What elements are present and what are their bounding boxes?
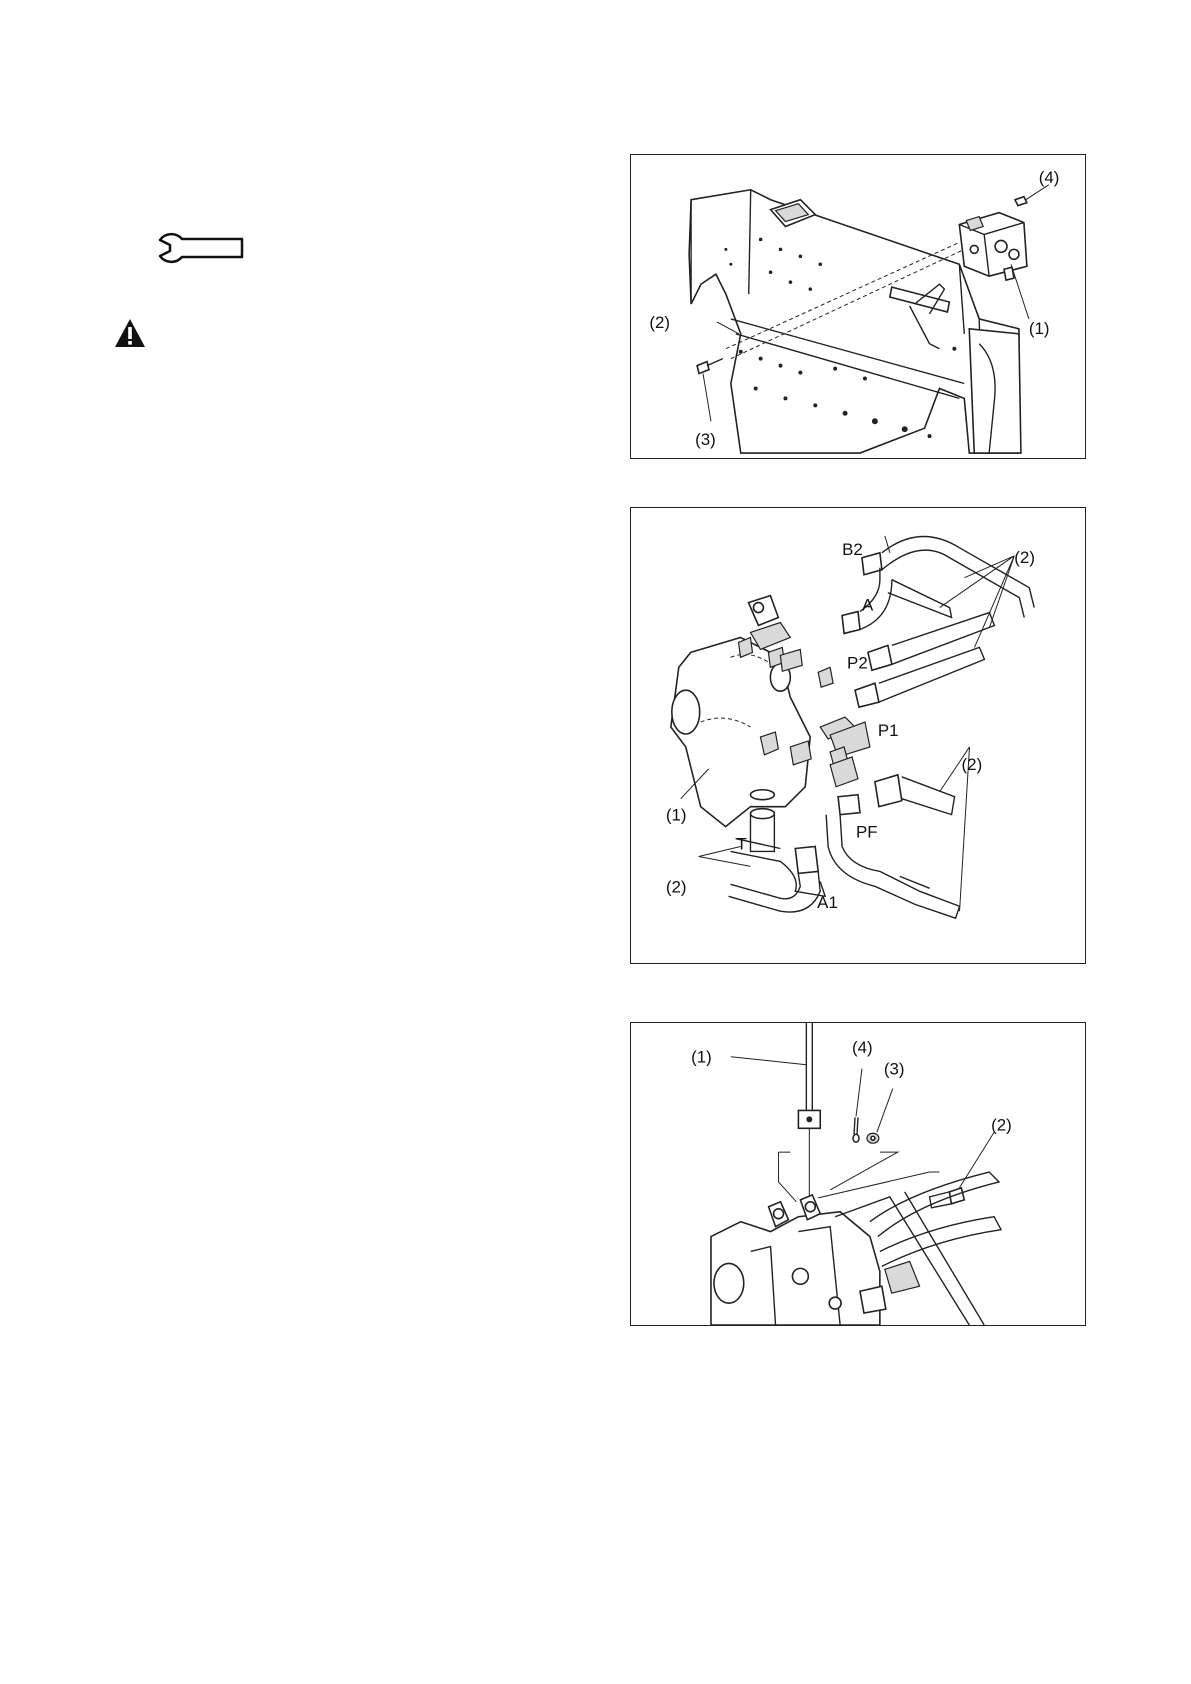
figure-3-callout-2: (2) xyxy=(991,1115,1012,1134)
figure-3-callout-4: (4) xyxy=(852,1038,873,1057)
figure-2-drawing: B2 (2) A P2 P1 (2) (1) T PF (2) A1 xyxy=(631,508,1085,963)
figure-2-callout-1: (1) xyxy=(666,806,687,825)
figure-2-callout-2-top: (2) xyxy=(1014,548,1035,567)
figure-2-label-p1: P1 xyxy=(878,721,899,740)
figure-1-callout-4: (4) xyxy=(1039,168,1060,187)
wrench-icon xyxy=(156,232,246,264)
figure-3-drawing: (1) (4) (3) (2) xyxy=(631,1023,1085,1325)
figure-2-label-a: A xyxy=(862,596,874,615)
figure-3-callout-3: (3) xyxy=(884,1060,905,1079)
control-valve-body xyxy=(671,596,810,827)
figure-3-callout-1: (1) xyxy=(691,1048,712,1067)
figure-1-drawing: (4) (1) (2) (3) xyxy=(631,155,1085,458)
control-valve-body xyxy=(711,1195,880,1325)
figure-2-callout-2-right: (2) xyxy=(962,755,983,774)
figure-3-control-rod-connection: (1) (4) (3) (2) xyxy=(630,1022,1086,1326)
figure-2-label-a1: A1 xyxy=(817,893,838,912)
figure-2-callout-2-bottom: (2) xyxy=(666,877,687,896)
warning-triangle-icon xyxy=(114,318,146,348)
figure-1-control-valve-mounting: (4) (1) (2) (3) xyxy=(630,154,1086,459)
figure-1-callout-2: (2) xyxy=(649,313,670,332)
figure-2-label-pf: PF xyxy=(856,823,878,842)
figure-2-label-p2: P2 xyxy=(847,653,868,672)
figure-1-callout-3: (3) xyxy=(695,430,716,449)
figure-2-hydraulic-hose-connections: B2 (2) A P2 P1 (2) (1) T PF (2) A1 xyxy=(630,507,1086,964)
figure-1-callout-1: (1) xyxy=(1029,319,1050,338)
control-valve-part xyxy=(959,213,1027,281)
figure-2-label-t: T xyxy=(737,834,747,853)
figure-2-label-b2: B2 xyxy=(842,540,863,559)
